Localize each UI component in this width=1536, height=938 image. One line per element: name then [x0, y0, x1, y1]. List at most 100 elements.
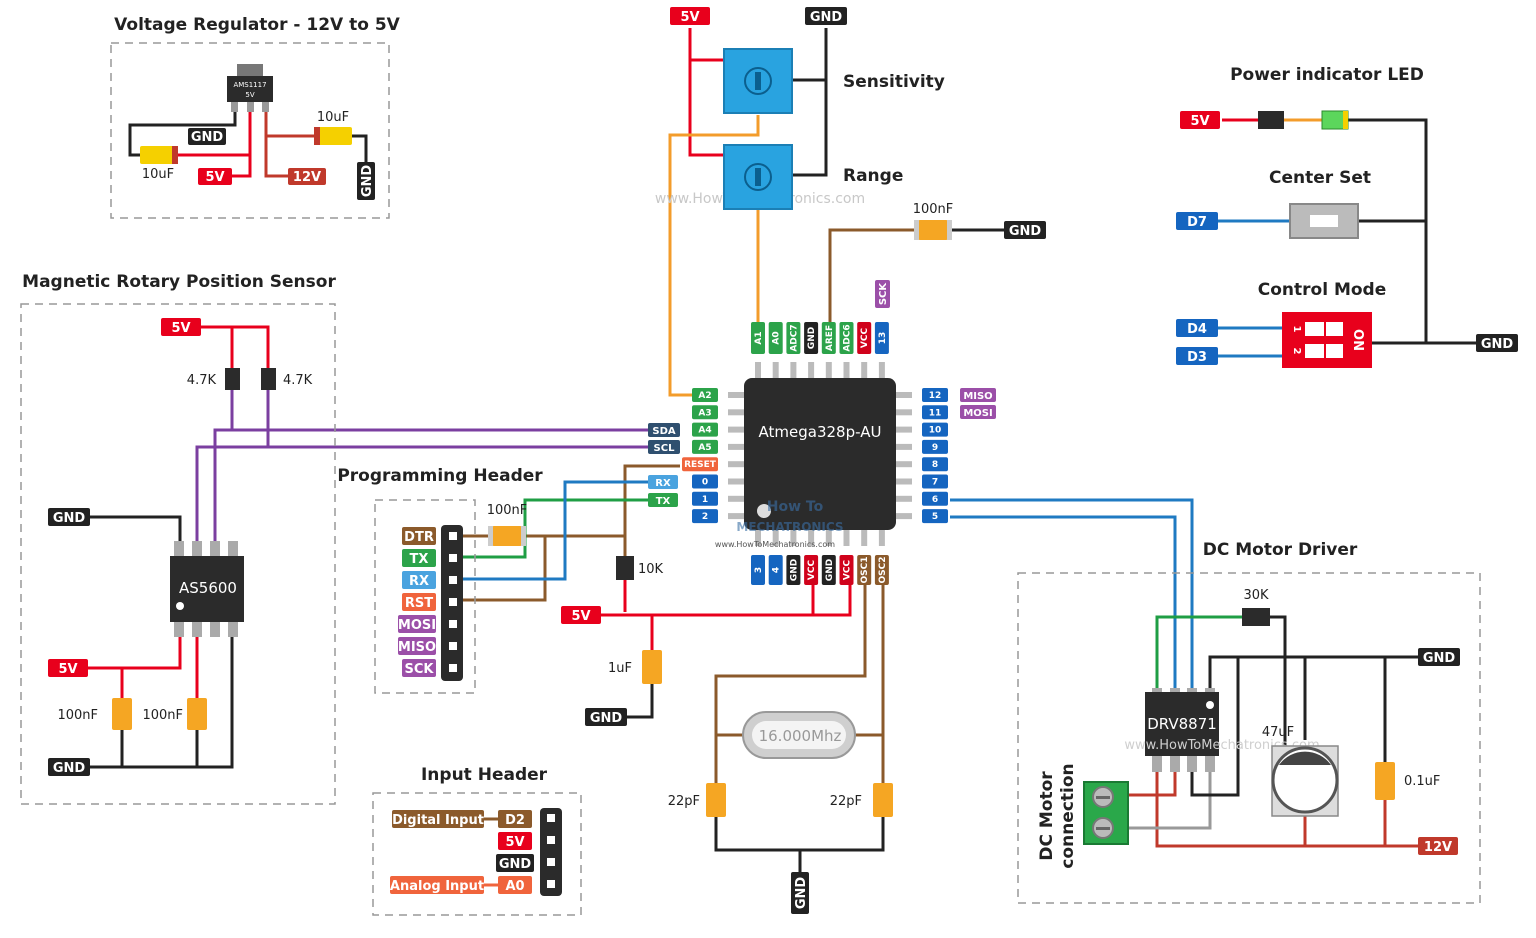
svg-text:ON: ON: [1350, 329, 1365, 351]
right-panel: 5V D7 D4 D3 1 2 ON: [1176, 110, 1518, 368]
driver-gnd-tag: GND: [1418, 648, 1460, 666]
mcu-right-pin-5: 7: [922, 474, 948, 489]
input-header-box: [372, 792, 582, 916]
svg-text:5V: 5V: [571, 609, 590, 624]
regulator-cap-left-value: 10uF: [142, 167, 174, 182]
range-pot[interactable]: [723, 144, 793, 210]
svg-text:9: 9: [932, 443, 938, 453]
scl-tag: SCL: [648, 440, 680, 454]
regulator-chip-label: AMS1117: [233, 81, 266, 89]
svg-text:5V: 5V: [205, 170, 224, 185]
sensor-c1-value: 100nF: [57, 708, 98, 723]
svg-text:A0: A0: [505, 879, 524, 894]
prog-header-box: [374, 499, 476, 694]
reset-resistor-value: 10K: [638, 562, 664, 577]
mcu-right-pin-1: 11: [922, 405, 948, 420]
sensor-cap-2: [187, 698, 207, 730]
sensitivity-title: Sensitivity: [843, 72, 945, 92]
center-set-button[interactable]: [1289, 203, 1359, 239]
svg-text:A0: A0: [772, 331, 782, 344]
svg-text:D7: D7: [1187, 215, 1207, 230]
svg-text:A1: A1: [754, 331, 764, 344]
mcu-bottom-pin-0: 3: [751, 555, 765, 585]
svg-text:12V: 12V: [293, 170, 321, 185]
svg-text:GND: GND: [825, 559, 835, 581]
svg-text:MOSI: MOSI: [398, 618, 436, 633]
svg-text:VCC: VCC: [807, 560, 817, 581]
d3-tag: D3: [1176, 347, 1218, 365]
svg-text:A4: A4: [698, 426, 711, 436]
mcu-left-pin-3: A5: [692, 439, 718, 454]
svg-text:GND: GND: [789, 559, 799, 581]
prog-pin-sck: SCK: [402, 659, 436, 677]
svg-text:11: 11: [929, 408, 942, 418]
svg-text:GND: GND: [810, 10, 843, 25]
mcu-top-pin-6: VCC: [857, 322, 872, 354]
svg-text:OSC1: OSC1: [860, 557, 870, 584]
driver-resistor-value: 30K: [1243, 588, 1269, 603]
mcu-pin-stubs: [728, 362, 912, 546]
wires: [88, 28, 1478, 872]
prog-cap-value: 100nF: [487, 503, 528, 518]
power-led-title: Power indicator LED: [1230, 65, 1424, 85]
svg-text:4: 4: [772, 567, 782, 573]
sensor-r2-value: 4.7K: [283, 373, 313, 388]
mcu-bottom-pin-4: GND: [821, 555, 836, 585]
tx-tag: TX: [648, 493, 678, 507]
svg-text:MISO: MISO: [963, 391, 992, 402]
sensor-r1-value: 4.7K: [187, 373, 217, 388]
d4-tag: D4: [1176, 319, 1218, 337]
mcu-body: [744, 378, 896, 530]
mcu-label: Atmega328p-AU: [759, 423, 882, 441]
driver-cap-big-value: 47uF: [1262, 725, 1294, 740]
svg-text:SCK: SCK: [405, 662, 435, 677]
crystal-c2-value: 22pF: [830, 794, 862, 809]
svg-text:GND: GND: [1481, 337, 1514, 352]
svg-text:RX: RX: [655, 478, 671, 489]
mcu-left-pin-1: A3: [692, 405, 718, 420]
crystal-cap-1: [706, 783, 726, 817]
svg-text:Digital Input: Digital Input: [392, 813, 484, 828]
sensitivity-pot[interactable]: [723, 48, 793, 114]
svg-text:GND: GND: [1009, 224, 1042, 239]
sensor-box: [20, 303, 336, 805]
svg-text:0: 0: [702, 478, 708, 488]
prog-pin-mosi: MOSI: [398, 615, 436, 633]
regulator-title: Voltage Regulator - 12V to 5V: [114, 15, 401, 35]
sensor-cap-1: [112, 698, 132, 730]
svg-text:SDA: SDA: [652, 426, 676, 437]
svg-text:GND: GND: [53, 511, 86, 526]
svg-text:7: 7: [932, 478, 938, 488]
svg-text:ADC7: ADC7: [789, 324, 799, 351]
d7-tag: D7: [1176, 212, 1218, 230]
driver-cap-small-value: 0.1uF: [1404, 774, 1440, 789]
driver-box: [1017, 572, 1481, 904]
motor-terminal-block[interactable]: [1083, 781, 1129, 845]
prog-header-title: Programming Header: [337, 466, 543, 486]
drv8871-chip: DRV8871: [1145, 688, 1219, 772]
regulator-tab: [237, 64, 263, 78]
prog-pin-tx: TX: [402, 549, 436, 567]
svg-text:12: 12: [929, 391, 942, 401]
mcu-right-pin-2: 10: [922, 422, 948, 437]
aref-decoupling: 100nF GND SCK: [875, 202, 1046, 308]
svg-text:A5: A5: [698, 443, 711, 453]
titles: Voltage Regulator - 12V to 5V Magnetic R…: [22, 15, 1424, 785]
regulator: AMS1117 5V 10uF 10uF GND 5V 12V GND: [140, 64, 375, 200]
mcu-bottom-pin-2: GND: [786, 555, 801, 585]
rx-tag: RX: [648, 475, 678, 489]
mcu-left-pin-0: A2: [692, 388, 718, 402]
svg-text:5V: 5V: [171, 321, 190, 336]
svg-text:DTR: DTR: [404, 530, 434, 545]
svg-text:5V: 5V: [505, 835, 524, 850]
prog-pin-rst: RST: [402, 593, 436, 611]
control-mode-dip-switch[interactable]: 1 2 ON: [1282, 312, 1372, 368]
prog-pin-rx: RX: [402, 571, 436, 589]
mcu-bottom-pin-6: OSC1: [857, 555, 872, 585]
svg-text:MISO: MISO: [398, 640, 436, 655]
svg-text:RST: RST: [405, 596, 433, 611]
prog-header-pins: DTR TX RX RST MOSI MISO SCK: [398, 527, 457, 677]
sensor-gnd-bottom: GND: [48, 758, 90, 776]
